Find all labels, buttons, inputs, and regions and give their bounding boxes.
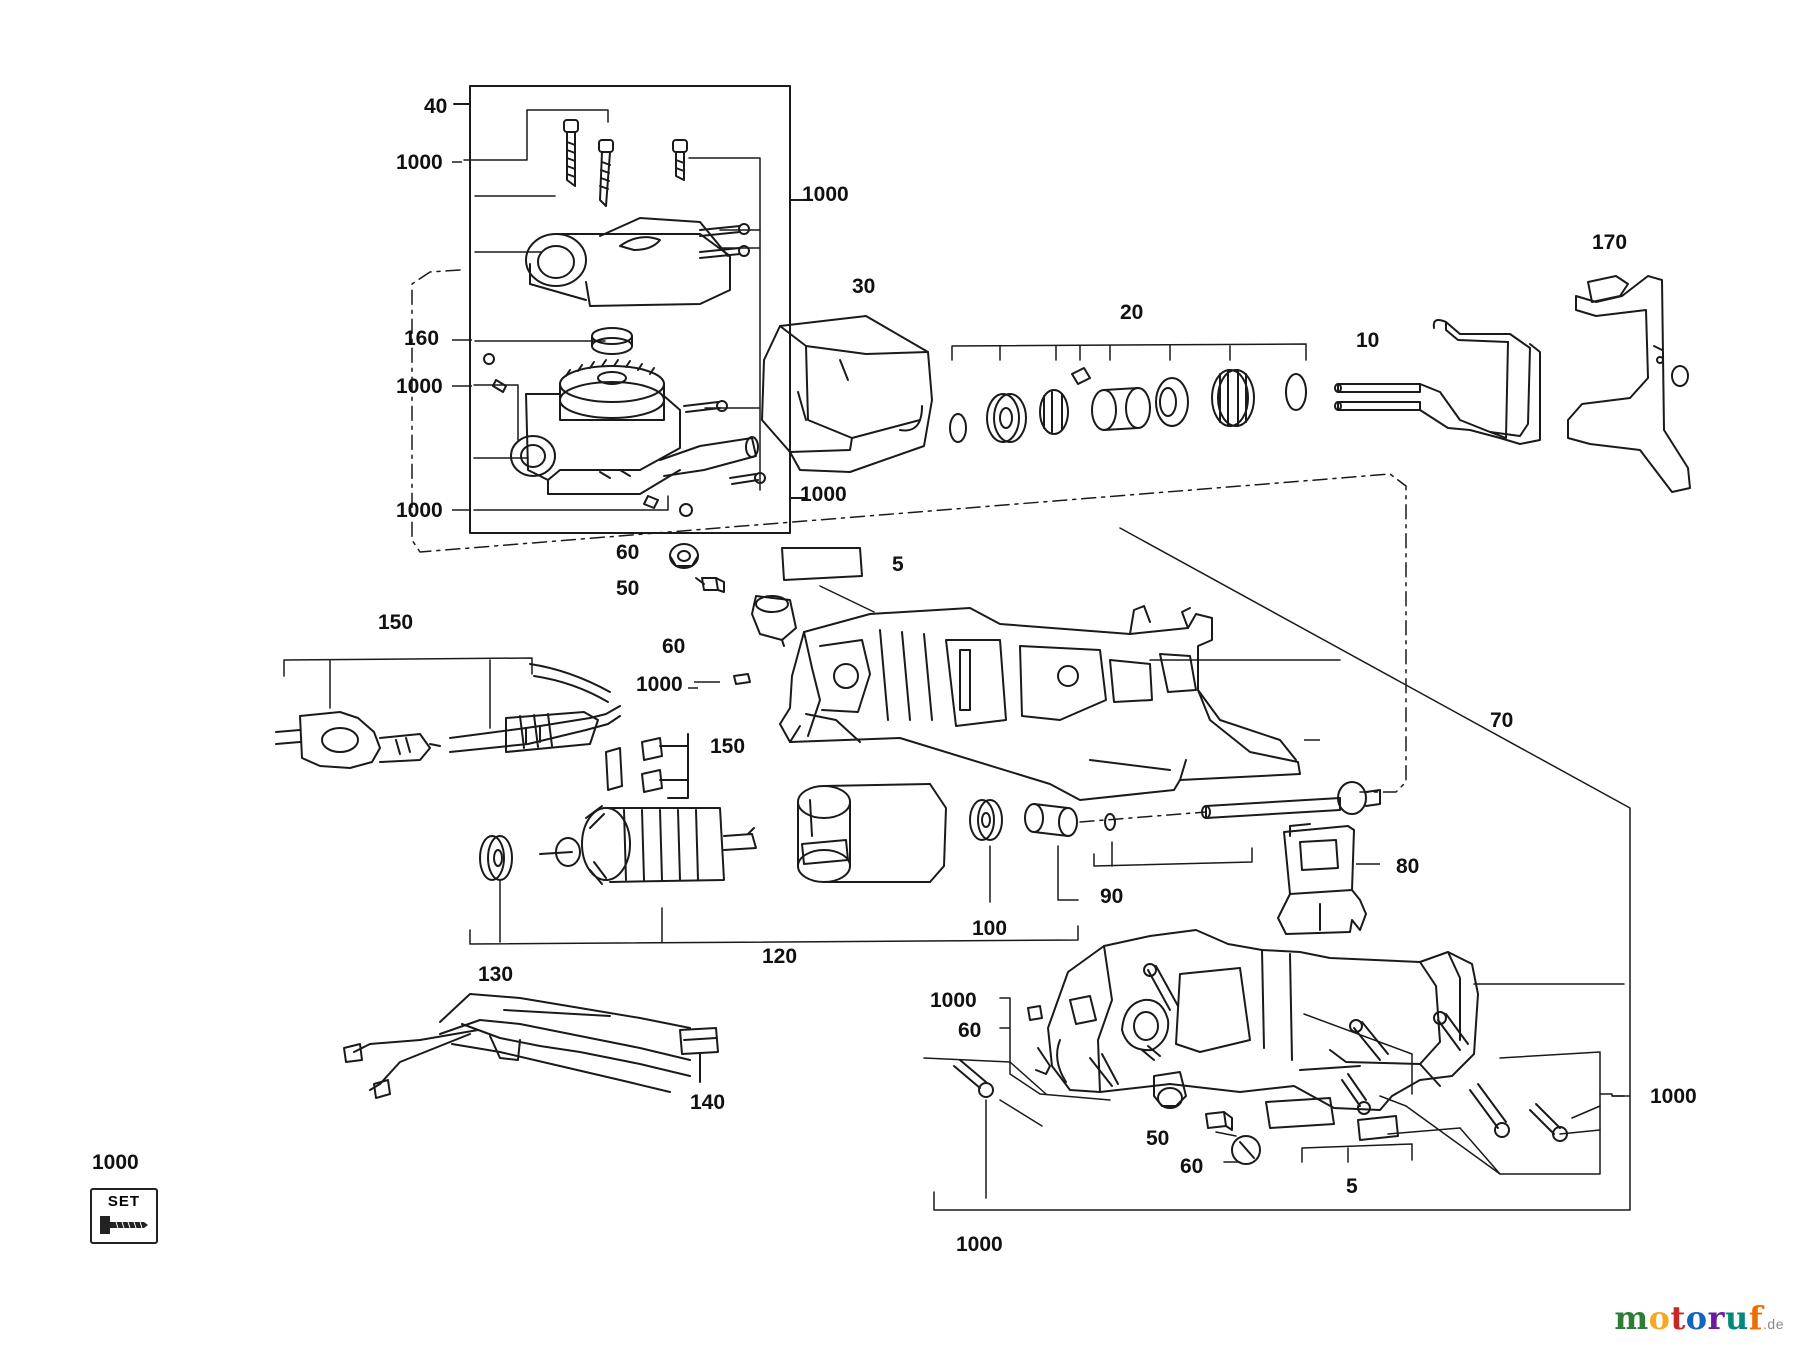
gearbox-leader-lines [463,109,761,511]
plunger-shaft-90 [1104,781,1381,831]
wm-letter-f: f [1748,1299,1764,1337]
label-1000-housing-right: 1000 [1650,1085,1697,1108]
cover-screws [699,223,750,259]
dash-line-shaft [1079,811,1207,823]
part-20-bracket [951,343,1307,361]
wm-letter-o2: o [1685,1299,1708,1337]
label-90: 90 [1100,885,1124,908]
wm-letter-o1: o [1648,1299,1671,1337]
screw-1 [563,119,579,187]
label-plate-top [781,547,863,581]
stator-brackets [469,841,1253,945]
label-30: 30 [852,275,876,298]
label-1000-top-right: 1000 [802,183,849,206]
bearing-100 [969,799,1003,841]
label-1000-screws: 1000 [396,151,443,174]
lower-brush-parts [1027,1005,1399,1165]
set-icon-text: SET [107,1193,141,1210]
wire-harness-140 [343,993,719,1099]
label-5-top: 5 [892,553,904,576]
screw-3 [672,139,688,181]
label-1000-set: 1000 [92,1151,139,1174]
gear-housing-cover [525,217,731,307]
wm-suffix: .de [1763,1316,1784,1332]
set-screw-icon [100,1216,148,1234]
label-50-bottom: 50 [1146,1127,1170,1150]
label-1000-bottom: 1000 [956,1233,1003,1256]
bearing-160 [591,327,633,355]
stator-field-coil [797,783,947,883]
label-160: 160 [404,327,440,350]
part-170-shoe [1567,275,1691,493]
label-60-brush: 60 [662,635,686,658]
wm-letter-u: u [1725,1299,1749,1337]
label-10: 10 [1356,329,1380,352]
label-100: 100 [972,917,1008,940]
cord-wires [449,663,621,753]
label-170: 170 [1592,231,1628,254]
assembly-dash-outline [411,269,1407,793]
screw-2 [598,139,614,207]
wm-letter-t: t [1670,1299,1686,1337]
housing-leader-lines [819,527,1631,1211]
label-5-bottom: 5 [1346,1175,1358,1198]
label-60-housing: 60 [958,1019,982,1042]
part-10-rods [1334,319,1541,445]
power-cord-bracket [283,657,533,729]
main-gear [559,359,665,419]
sleeve-100 [1024,803,1078,837]
label-80: 80 [1396,855,1420,878]
brush-pin-small [733,673,751,685]
label-60-bottom: 60 [1180,1155,1204,1178]
main-housing-left-half [779,605,1301,801]
label-tick-marks [452,161,1630,1097]
wm-letter-m: m [1614,1299,1649,1337]
motoruf-watermark: motoruf.de [1614,1299,1784,1337]
gearbox-body [510,393,759,495]
label-1000-housing-a: 1000 [930,989,977,1012]
armature-rotor [539,805,757,885]
label-60-top: 60 [616,541,640,564]
brush-holder-top [751,595,797,647]
lower-housing-half [1047,929,1479,1111]
label-150-cord: 150 [378,611,414,634]
label-20: 20 [1120,301,1144,324]
wm-letter-r: r [1707,1299,1725,1337]
set-kit-icon: SET [90,1188,158,1244]
small-pins [483,353,766,517]
label-1000-mid-left: 1000 [396,375,443,398]
brush-top [695,577,725,593]
part-20-components [949,367,1307,443]
label-40: 40 [424,95,448,118]
switch-80 [1277,823,1367,935]
label-1000-lower-left: 1000 [396,499,443,522]
label-140: 140 [690,1091,726,1114]
label-70: 70 [1490,709,1514,732]
label-50-top: 50 [616,577,640,600]
lower-leader-lines [923,983,1625,1199]
power-plug [275,711,441,769]
label-130: 130 [478,963,514,986]
brush-cap-top [669,543,699,569]
gearbox-assembly-frame [453,85,807,534]
bearing-130 [479,835,513,881]
label-150-clamp: 150 [710,735,746,758]
part-30-cover [761,315,933,473]
label-1000-gearbox-right: 1000 [800,483,847,506]
label-1000-brush: 1000 [636,673,683,696]
cord-clamp-150 [605,733,689,799]
cord-sleeve [505,711,599,753]
label-120: 120 [762,945,798,968]
